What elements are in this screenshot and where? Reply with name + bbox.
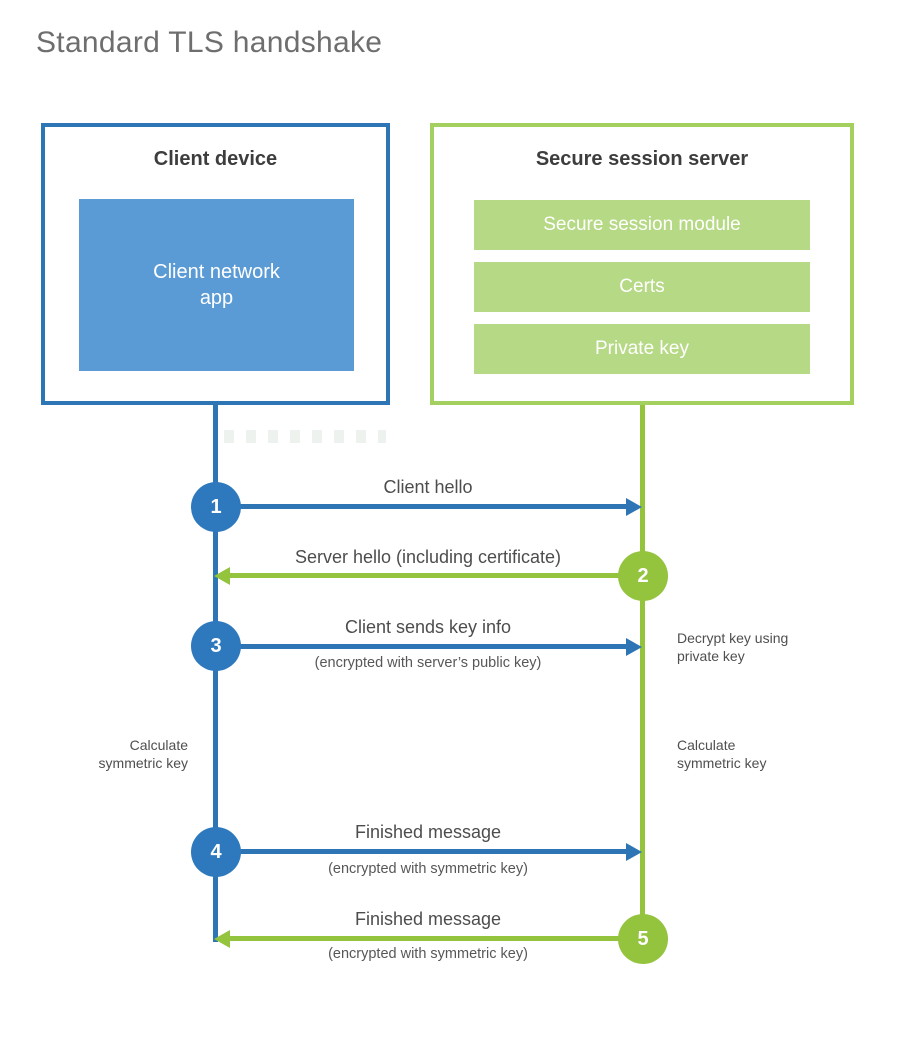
client-app-line-2: app xyxy=(199,287,234,309)
step-number-5: 5 xyxy=(637,927,649,950)
step-circle-3: 3 xyxy=(191,621,241,671)
message-label-5: Finished message xyxy=(354,909,502,929)
message-label-2: Server hello (including certificate) xyxy=(294,547,562,567)
page-title: Standard TLS handshake xyxy=(36,26,383,59)
message-label-3: Client sends key info xyxy=(344,617,512,637)
ghost-dashes xyxy=(224,430,386,443)
message-sublabel-4: (encrypted with symmetric key) xyxy=(328,861,528,877)
secure-session-server-box: Secure session server Secure session mod… xyxy=(430,123,854,405)
module-bar-private-key: Private key xyxy=(474,324,810,374)
step-number-2: 2 xyxy=(637,564,649,587)
step-circle-1: 1 xyxy=(191,482,241,532)
note-calculate-symmetric-key-server: Calculate symmetric key xyxy=(677,737,767,771)
client-device-box: Client device Client network app xyxy=(41,123,390,405)
message-sublabel-5: (encrypted with symmetric key) xyxy=(328,946,528,962)
step-number-1: 1 xyxy=(210,495,222,518)
step-circle-2: 2 xyxy=(618,551,668,601)
message-label-1: Client hello xyxy=(383,477,473,497)
server-lifeline xyxy=(640,405,645,939)
message-label-4: Finished message xyxy=(354,822,502,842)
step-number-4: 4 xyxy=(210,840,222,863)
arrow-1-line xyxy=(216,504,626,509)
client-device-title: Client device xyxy=(153,148,278,170)
arrow-3-head-icon xyxy=(626,638,642,656)
client-lifeline xyxy=(213,405,218,942)
note-decrypt-key: Decrypt key using private key xyxy=(677,630,789,664)
client-app-line-1: Client network xyxy=(153,261,280,283)
module-bar-certs: Certs xyxy=(474,262,810,312)
arrow-2-line xyxy=(230,573,643,578)
module-bar-secure-session-module: Secure session module xyxy=(474,200,810,250)
note-calculate-symmetric-key-client: Calculate symmetric key xyxy=(98,737,188,771)
step-circle-5: 5 xyxy=(618,914,668,964)
arrow-1-head-icon xyxy=(626,498,642,516)
step-circle-4: 4 xyxy=(191,827,241,877)
arrow-2-head-icon xyxy=(214,567,230,585)
arrow-4-head-icon xyxy=(626,843,642,861)
client-network-app-label: Client network app xyxy=(153,259,280,311)
arrow-5-line xyxy=(230,936,643,941)
arrow-4-line xyxy=(216,849,626,854)
step-number-3: 3 xyxy=(210,634,222,657)
arrow-5-head-icon xyxy=(214,930,230,948)
secure-session-server-title: Secure session server xyxy=(535,148,749,170)
message-sublabel-3: (encrypted with server’s public key) xyxy=(314,655,542,671)
arrow-3-line xyxy=(216,644,626,649)
client-network-app-box: Client network app xyxy=(79,199,354,371)
